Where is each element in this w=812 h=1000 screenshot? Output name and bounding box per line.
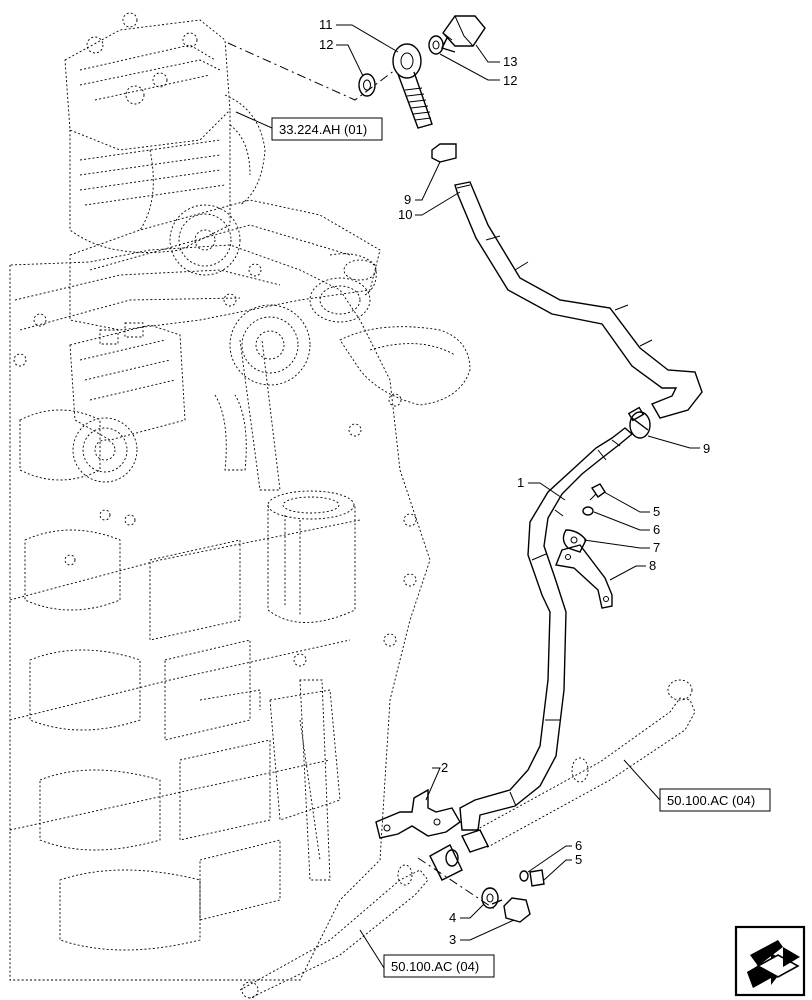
callout-9: 9 [404, 192, 411, 207]
main-pipe [459, 406, 651, 831]
compressor-leader-line [227, 42, 396, 101]
reference-text-compressor: 33.224.AH (01) [279, 122, 367, 137]
callout-2: 2 [441, 760, 448, 775]
callout-13: 13 [503, 54, 517, 69]
reference-box-return-line-lower[interactable]: 50.100.AC (04) [383, 954, 495, 978]
reference-text-return-line-lower: 50.100.AC (04) [391, 959, 479, 974]
callout-8: 8 [649, 558, 656, 573]
engine-block-outline [9, 199, 471, 981]
reference-box-return-line-upper[interactable]: 50.100.AC (04) [659, 788, 771, 812]
callout-12: 12 [503, 73, 517, 88]
callout-4: 4 [449, 910, 456, 925]
leader-lines [235, 24, 700, 969]
callout-9: 9 [703, 441, 710, 456]
callout-labels: 11 12 13 12 9 10 9 1 5 6 7 8 2 6 5 4 3 [319, 17, 710, 947]
callout-6: 6 [653, 522, 660, 537]
callout-3: 3 [449, 932, 456, 947]
callout-1: 1 [517, 475, 524, 490]
banjo-fitting [358, 15, 486, 129]
callout-11: 11 [319, 17, 333, 32]
callout-10: 10 [398, 207, 412, 222]
reference-text-return-line-upper: 50.100.AC (04) [667, 793, 755, 808]
lower-fittings [375, 788, 545, 923]
reference-box-compressor[interactable]: 33.224.AH (01) [271, 117, 383, 141]
return-line-tubes [239, 679, 696, 999]
callout-5: 5 [575, 852, 582, 867]
pipe-clip-assembly [555, 483, 613, 609]
upper-pipe [431, 143, 703, 419]
callout-7: 7 [653, 540, 660, 555]
callout-12: 12 [319, 37, 333, 52]
callout-6: 6 [575, 838, 582, 853]
callout-5: 5 [653, 504, 660, 519]
navigation-arrow-icon[interactable] [734, 925, 806, 997]
air-compressor-outline [64, 12, 377, 296]
